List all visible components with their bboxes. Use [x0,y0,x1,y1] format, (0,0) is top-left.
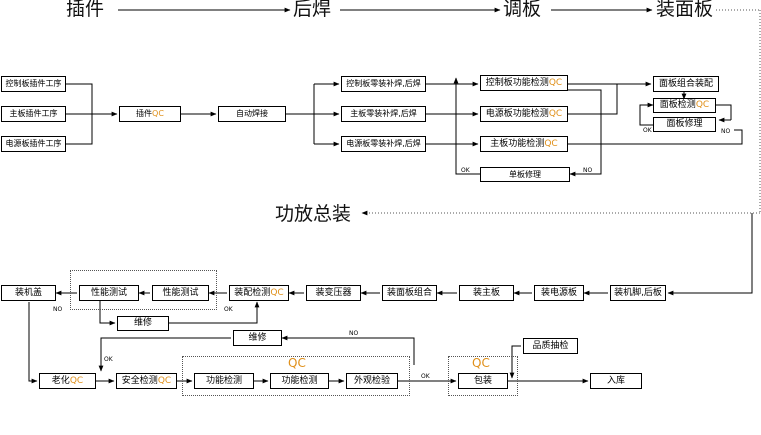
node-panel-check-mark: QC [695,100,710,110]
node-safety-check-mark: QC [157,375,172,386]
node-main-insert[interactable]: 主板插件工序 [1,106,66,122]
node-packing-label: 包装 [473,375,492,386]
node-mount-panel-label: 装面板组合 [386,287,432,298]
edge-label-visual-ok: OK [421,373,430,380]
node-repair-2[interactable]: 维修 [233,330,282,346]
node-board-repair[interactable]: 单板修理 [480,167,570,182]
perf-test-region [70,270,217,310]
edge-label-board-no: NO [583,167,593,174]
qc-region-function-label: QC [288,356,306,370]
node-perf-test-1-label: 性能测试 [90,287,127,298]
node-ctrl-insert[interactable]: 控制板插件工序 [1,76,66,92]
qc-region-function [182,356,410,396]
node-mount-power[interactable]: 装电源板 [534,285,584,301]
node-ctrl-test-label: 控制板功能检测 [485,77,549,88]
node-quality-sampling[interactable]: 品质抽检 [523,338,578,354]
node-power-insert-label: 电源板插件工序 [5,139,62,148]
node-mount-main-label: 装主板 [472,287,500,298]
node-power-insert[interactable]: 电源板插件工序 [1,136,66,152]
node-visual-check-label: 外观检验 [353,375,390,386]
node-power-test-label: 电源板功能检测 [485,108,549,119]
edge-label-assembly-ok: OK [224,306,233,313]
node-safety-check-label: 安全检测 [121,375,158,386]
node-func-check-1-label: 功能检测 [205,375,242,386]
node-main-test-label: 主板功能检测 [490,138,545,149]
stage-post-solder: 后焊 [293,0,332,20]
node-mount-feet[interactable]: 装机脚,后板 [610,285,666,301]
node-perf-test-2-label: 性能测试 [162,287,199,298]
edge-label-board-ok: OK [461,167,470,174]
node-storage[interactable]: 入库 [590,373,642,389]
node-repair-1-label: 维修 [133,318,152,328]
node-packing[interactable]: 包装 [458,373,508,389]
node-insert-qc-label: 插件 [136,109,153,118]
node-repair-2-label: 维修 [248,332,267,343]
node-board-repair-label: 单板修理 [509,169,541,179]
node-main-test-mark: QC [544,138,558,149]
node-power-rework-label: 电源板零装补焊,后焊 [346,139,421,148]
qc-region-packing-label: QC [472,356,490,370]
node-power-test-mark: QC [548,108,563,119]
node-func-check-2[interactable]: 功能检测 [270,373,329,389]
node-storage-label: 入库 [606,375,625,386]
node-mount-panel[interactable]: 装面板组合 [382,285,437,301]
node-ctrl-rework[interactable]: 控制板零装补焊,后焊 [341,76,426,92]
node-perf-test-1[interactable]: 性能测试 [79,285,139,301]
node-mount-main[interactable]: 装主板 [459,285,514,301]
stage-insertion: 插件 [66,0,105,20]
node-panel-assembly[interactable]: 面板组合装配 [653,76,719,92]
node-assembly-check-label: 装配检测 [234,287,271,298]
stage-panel-mounting: 装面板 [656,0,714,20]
node-mount-power-label: 装电源板 [540,287,577,298]
edge-label-final-no: NO [349,330,359,337]
node-func-check-1[interactable]: 功能检测 [194,373,254,389]
node-assembly-check-mark: QC [270,287,284,298]
node-repair-1[interactable]: 维修 [117,316,169,331]
node-aging-mark: QC [69,375,84,386]
node-panel-repair-label: 面板修理 [666,119,703,129]
node-panel-repair[interactable]: 面板修理 [653,117,716,132]
node-panel-check-label: 面板检测 [659,100,696,110]
node-ctrl-test-mark: QC [548,77,563,88]
node-main-insert-label: 主板插件工序 [9,109,58,118]
node-aging-label: 老化 [51,375,70,386]
node-mount-feet-label: 装机脚,后板 [614,287,662,298]
node-power-rework[interactable]: 电源板零装补焊,后焊 [341,136,426,152]
qc-region-packing [448,356,518,396]
node-perf-test-2[interactable]: 性能测试 [152,285,209,301]
node-func-check-2-label: 功能检测 [281,375,318,386]
edge-label-final-ok: OK [104,356,113,363]
node-cover[interactable]: 装机盖 [1,285,56,301]
node-mount-transformer-label: 装变压器 [315,287,352,298]
node-visual-check[interactable]: 外观检验 [346,373,398,389]
node-auto-solder[interactable]: 自动焊接 [218,106,286,122]
node-quality-sampling-label: 品质抽检 [532,340,569,351]
node-insert-qc-mark: QC [152,109,164,118]
node-ctrl-insert-label: 控制板插件工序 [5,79,62,88]
node-ctrl-rework-label: 控制板零装补焊,后焊 [346,79,421,88]
node-panel-assembly-label: 面板组合装配 [658,78,713,89]
edge-label-panel-ok: OK [643,127,652,134]
stage-final-assembly: 功放总装 [275,203,352,225]
node-main-rework[interactable]: 主板零装补焊,后焊 [341,106,426,122]
node-main-rework-label: 主板零装补焊,后焊 [350,109,417,118]
edge-label-panel-no: NO [721,128,731,135]
node-mount-transformer[interactable]: 装变压器 [306,285,361,301]
node-cover-label: 装机盖 [14,287,42,298]
node-auto-solder-label: 自动焊接 [236,109,268,118]
stage-board-tuning: 调板 [503,0,542,20]
edge-label-assembly-no: NO [53,306,63,313]
